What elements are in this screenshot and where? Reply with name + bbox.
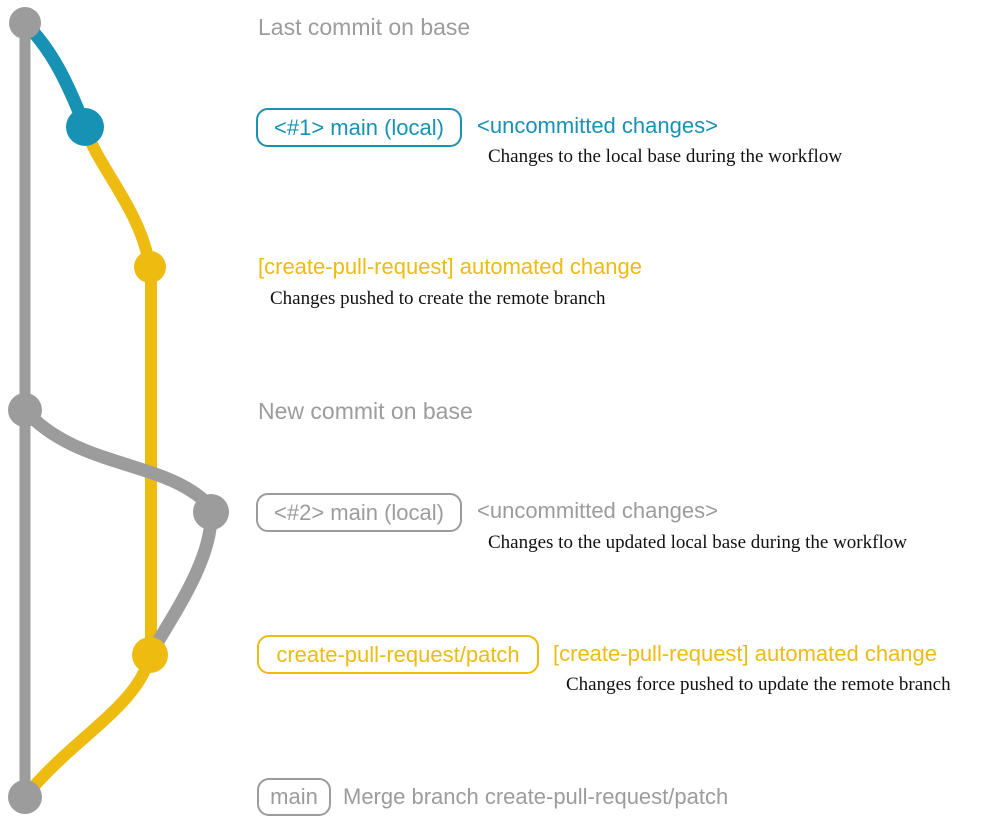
commit-dot-new-base xyxy=(8,393,42,427)
commit-dot-automated-change-1 xyxy=(134,251,166,283)
branch-badge-label: <#1> main (local) xyxy=(274,114,444,140)
commit-note-automated-2: Changes force pushed to update the remot… xyxy=(566,674,951,695)
commit-dot-uncommitted-2 xyxy=(193,494,229,530)
branch-badge-create-pull-request-patch: create-pull-request/patch xyxy=(257,635,539,674)
commit-message-automated-2: [create-pull-request] automated change xyxy=(553,641,938,666)
pull-request-branch-upper-curve xyxy=(79,121,156,273)
updated-local-branch-lower-curve xyxy=(143,505,218,662)
commit-message-uncommitted-1: <uncommitted changes> xyxy=(477,113,718,138)
branch-badge-label: create-pull-request/patch xyxy=(276,641,520,667)
commit-dot-automated-change-2 xyxy=(132,637,168,673)
commit-dot-last-base xyxy=(9,7,41,39)
commit-dot-merge xyxy=(8,780,42,814)
branch-badge-label: main xyxy=(270,784,318,809)
branch-badge-main-local-1: <#1> main (local) xyxy=(256,108,462,147)
branch-badge-label: <#2> main (local) xyxy=(274,499,444,525)
commit-message-uncommitted-2: <uncommitted changes> xyxy=(477,498,718,523)
commit-message-merge: Merge branch create-pull-request/patch xyxy=(343,784,729,809)
branch-badge-main: main xyxy=(257,778,331,816)
commit-note-uncommitted-1: Changes to the local base during the wor… xyxy=(488,146,843,167)
branch-badge-main-local-2: <#2> main (local) xyxy=(256,493,462,532)
new-commit-heading: New commit on base xyxy=(258,398,473,424)
commit-note-uncommitted-2: Changes to the updated local base during… xyxy=(488,532,907,553)
commit-dot-uncommitted-1 xyxy=(66,108,104,146)
updated-local-branch-upper-curve xyxy=(18,403,218,519)
merge-curve xyxy=(19,649,156,803)
commit-message-automated-1: [create-pull-request] automated change xyxy=(258,254,643,279)
commit-note-automated-1: Changes pushed to create the remote bran… xyxy=(270,288,606,309)
last-commit-heading: Last commit on base xyxy=(258,14,471,40)
